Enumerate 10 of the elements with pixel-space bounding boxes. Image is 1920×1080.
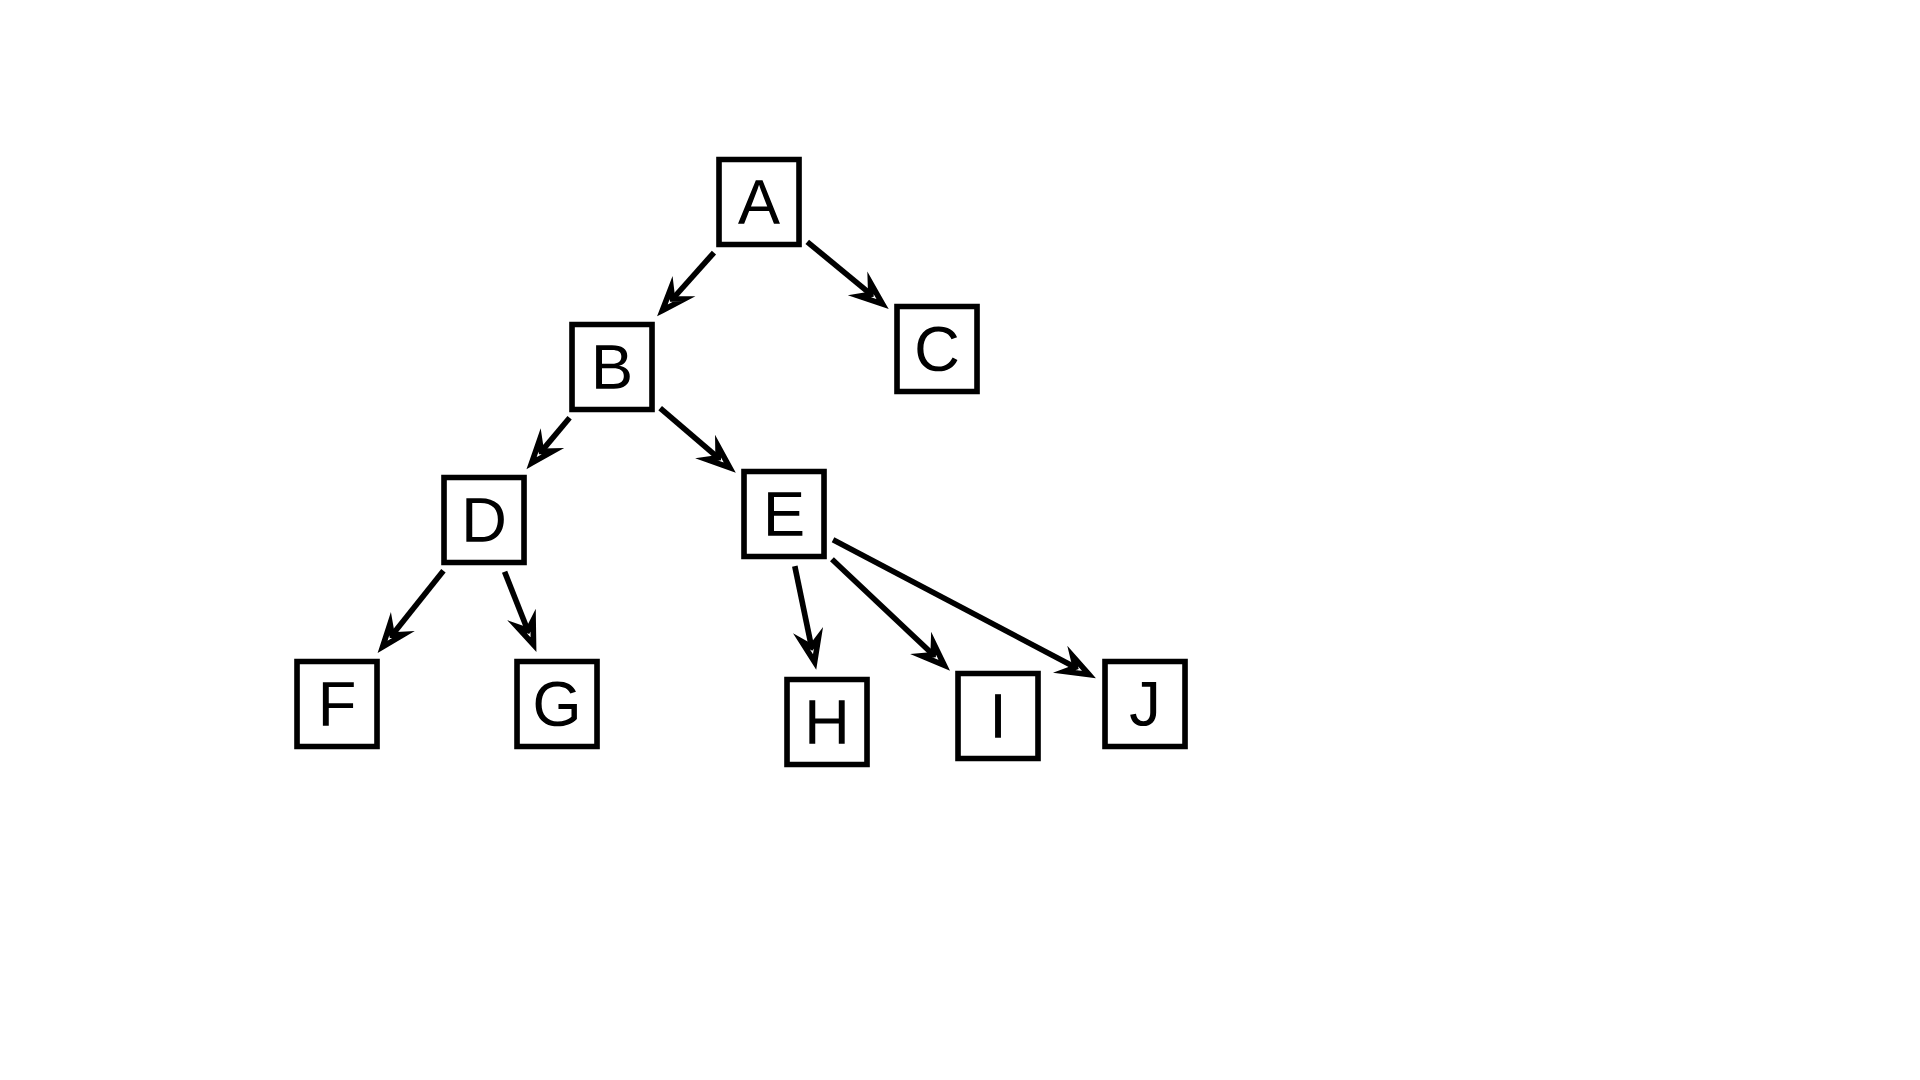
letter-box: J <box>1102 658 1188 750</box>
letter-box: D <box>441 474 527 566</box>
letter-box: I <box>955 670 1041 762</box>
letter-box: H <box>784 676 870 768</box>
letter-box: B <box>569 321 655 413</box>
letter-box: G <box>514 658 600 750</box>
letter-box: C <box>894 303 980 395</box>
letter-box: A <box>716 156 802 248</box>
letter-box: E <box>741 468 827 560</box>
letter-box: F <box>294 658 380 750</box>
